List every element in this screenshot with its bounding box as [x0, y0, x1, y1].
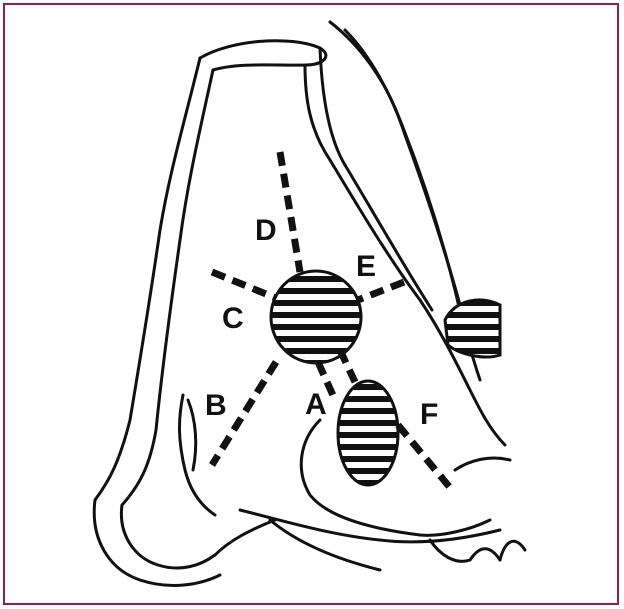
label-b: B [205, 389, 227, 422]
label-c: C [222, 302, 244, 335]
line-c [212, 272, 276, 298]
label-d: D [255, 214, 277, 247]
label-a: A [305, 388, 327, 421]
lower-lesion [338, 381, 398, 485]
label-f: F [420, 398, 438, 431]
central-lesion [271, 271, 361, 363]
line-f [398, 425, 452, 490]
right-lesion [445, 300, 500, 357]
line-e [358, 282, 404, 300]
label-e: E [356, 250, 376, 283]
line-d [280, 152, 300, 272]
line-a-upper [340, 350, 355, 382]
